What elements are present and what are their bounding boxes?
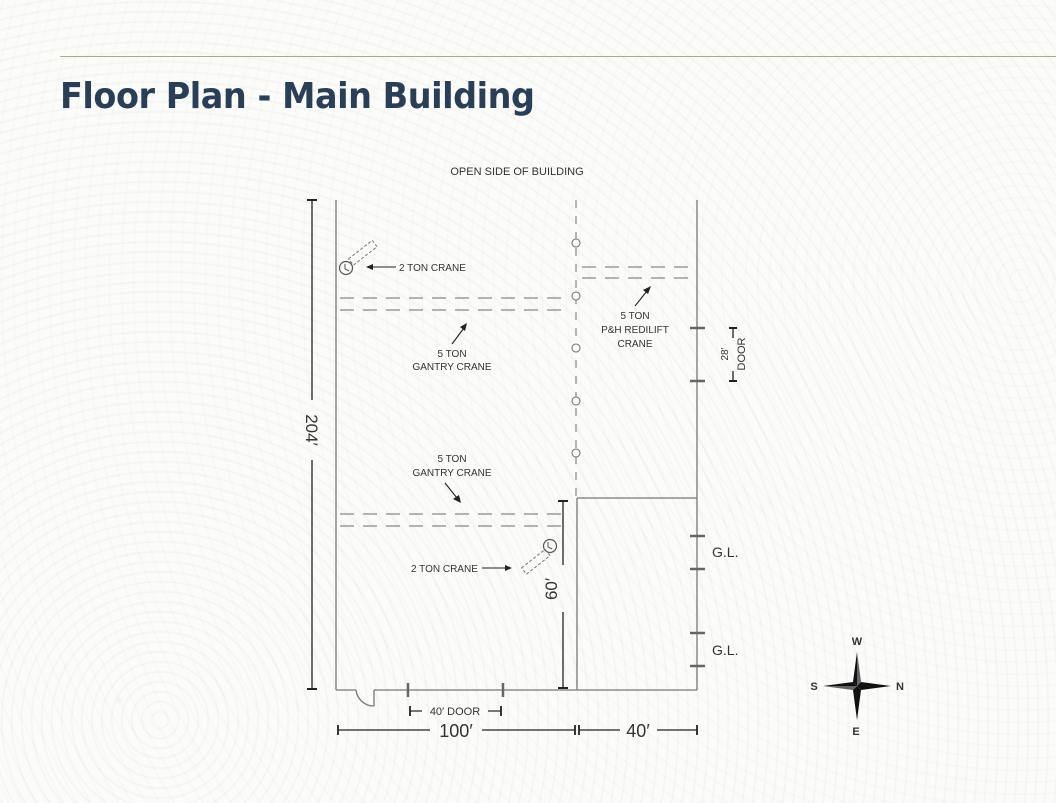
dimension-204-label: 204′ [302, 414, 321, 446]
gantry-bottom-label-line2: GANTRY CRANE [412, 468, 491, 479]
compass-east-label: E [852, 726, 859, 738]
gantry-crane-bottom-rails [340, 513, 570, 527]
side-door-ticks [690, 326, 705, 383]
compass-north-label: N [896, 681, 904, 693]
side-door-size-label: 28′ [720, 347, 731, 360]
jib-crane-bottom-label: 2 TON CRANE [411, 564, 478, 575]
redilift-crane-rails [582, 266, 695, 279]
column-line [571, 200, 581, 498]
compass-south-label: S [810, 681, 817, 693]
width-40-label: 40′ [626, 721, 650, 741]
redilift-label-line2: P&H REDILIFT [601, 325, 669, 336]
jib-crane-top-label: 2 TON CRANE [399, 263, 466, 274]
compass-west-label: W [852, 636, 863, 648]
gantry-crane-top-rails [340, 297, 570, 311]
page-title: Floor Plan - Main Building [60, 76, 535, 117]
grade-level-door-1-label: G.L. [712, 544, 738, 560]
jib-crane-top-icon [338, 239, 378, 276]
dimension-204 [307, 199, 317, 690]
compass-rose-icon [823, 652, 891, 720]
dimension-60-label: 60′ [542, 578, 561, 600]
grade-level-door-2-label: G.L. [712, 642, 738, 658]
gantry-bottom-arrow [444, 482, 461, 503]
open-side-label: OPEN SIDE OF BUILDING [450, 166, 583, 178]
width-dimensions [337, 725, 698, 735]
width-100-label: 100′ [439, 721, 473, 741]
bottom-door-label: 40′ DOOR [430, 706, 480, 718]
bottom-door-dimension [409, 706, 502, 716]
redilift-label-line3: CRANE [617, 339, 652, 350]
side-door-dimension [729, 327, 737, 382]
gantry-top-label-line2: GANTRY CRANE [412, 362, 491, 373]
side-door-label: DOOR [736, 337, 748, 370]
building-outline [335, 200, 698, 707]
redilift-arrow [634, 286, 651, 307]
gantry-top-arrow [451, 323, 467, 345]
header-rule [60, 56, 1056, 57]
jib-crane-top-arrow [366, 264, 396, 270]
bottom-door-ticks [406, 683, 505, 697]
jib-crane-bottom-arrow [482, 565, 512, 571]
grade-level-door-ticks [690, 534, 705, 668]
gantry-top-label-line1: 5 TON [437, 349, 466, 360]
dimension-60 [558, 500, 568, 689]
jib-crane-bottom-icon [520, 538, 558, 575]
gantry-bottom-label-line1: 5 TON [437, 454, 466, 465]
redilift-label-line1: 5 TON [620, 311, 649, 322]
